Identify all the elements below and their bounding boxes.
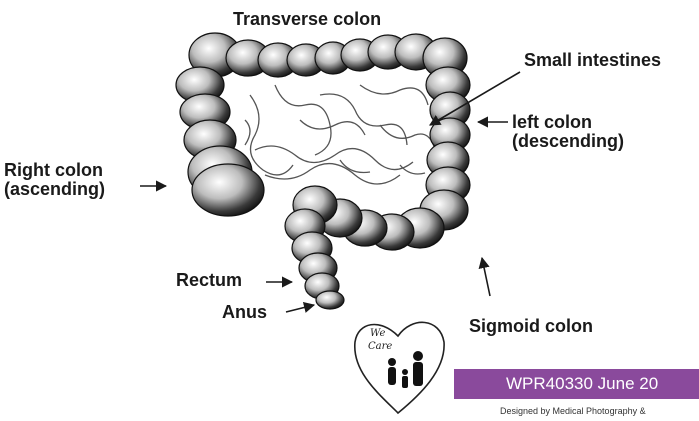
credit-line: Designed by Medical Photography &	[500, 406, 699, 416]
label-anus: Anus	[222, 302, 267, 322]
label-left-colon-sub: (descending)	[512, 131, 624, 151]
family-figures-icon	[388, 351, 423, 388]
small-intestines	[245, 85, 435, 184]
arrow-anus	[286, 305, 314, 312]
logo-text-care: Care	[368, 341, 392, 352]
colon	[176, 33, 470, 309]
label-right-colon-sub: (ascending)	[4, 179, 105, 199]
label-right-colon: Right colon	[4, 160, 103, 180]
arrow-sigmoid-colon	[482, 258, 490, 296]
label-left-colon: left colon	[512, 112, 592, 132]
label-sigmoid-colon: Sigmoid colon	[469, 316, 593, 336]
label-rectum: Rectum	[176, 270, 242, 290]
label-transverse-colon: Transverse colon	[233, 9, 381, 29]
we-care-logo: We Care	[355, 322, 444, 413]
document-code-banner: WPR40330 June 20	[454, 369, 699, 399]
logo-text-we: We	[370, 328, 385, 339]
heart-family-icon	[355, 322, 444, 413]
label-small-intestines: Small intestines	[524, 50, 661, 70]
